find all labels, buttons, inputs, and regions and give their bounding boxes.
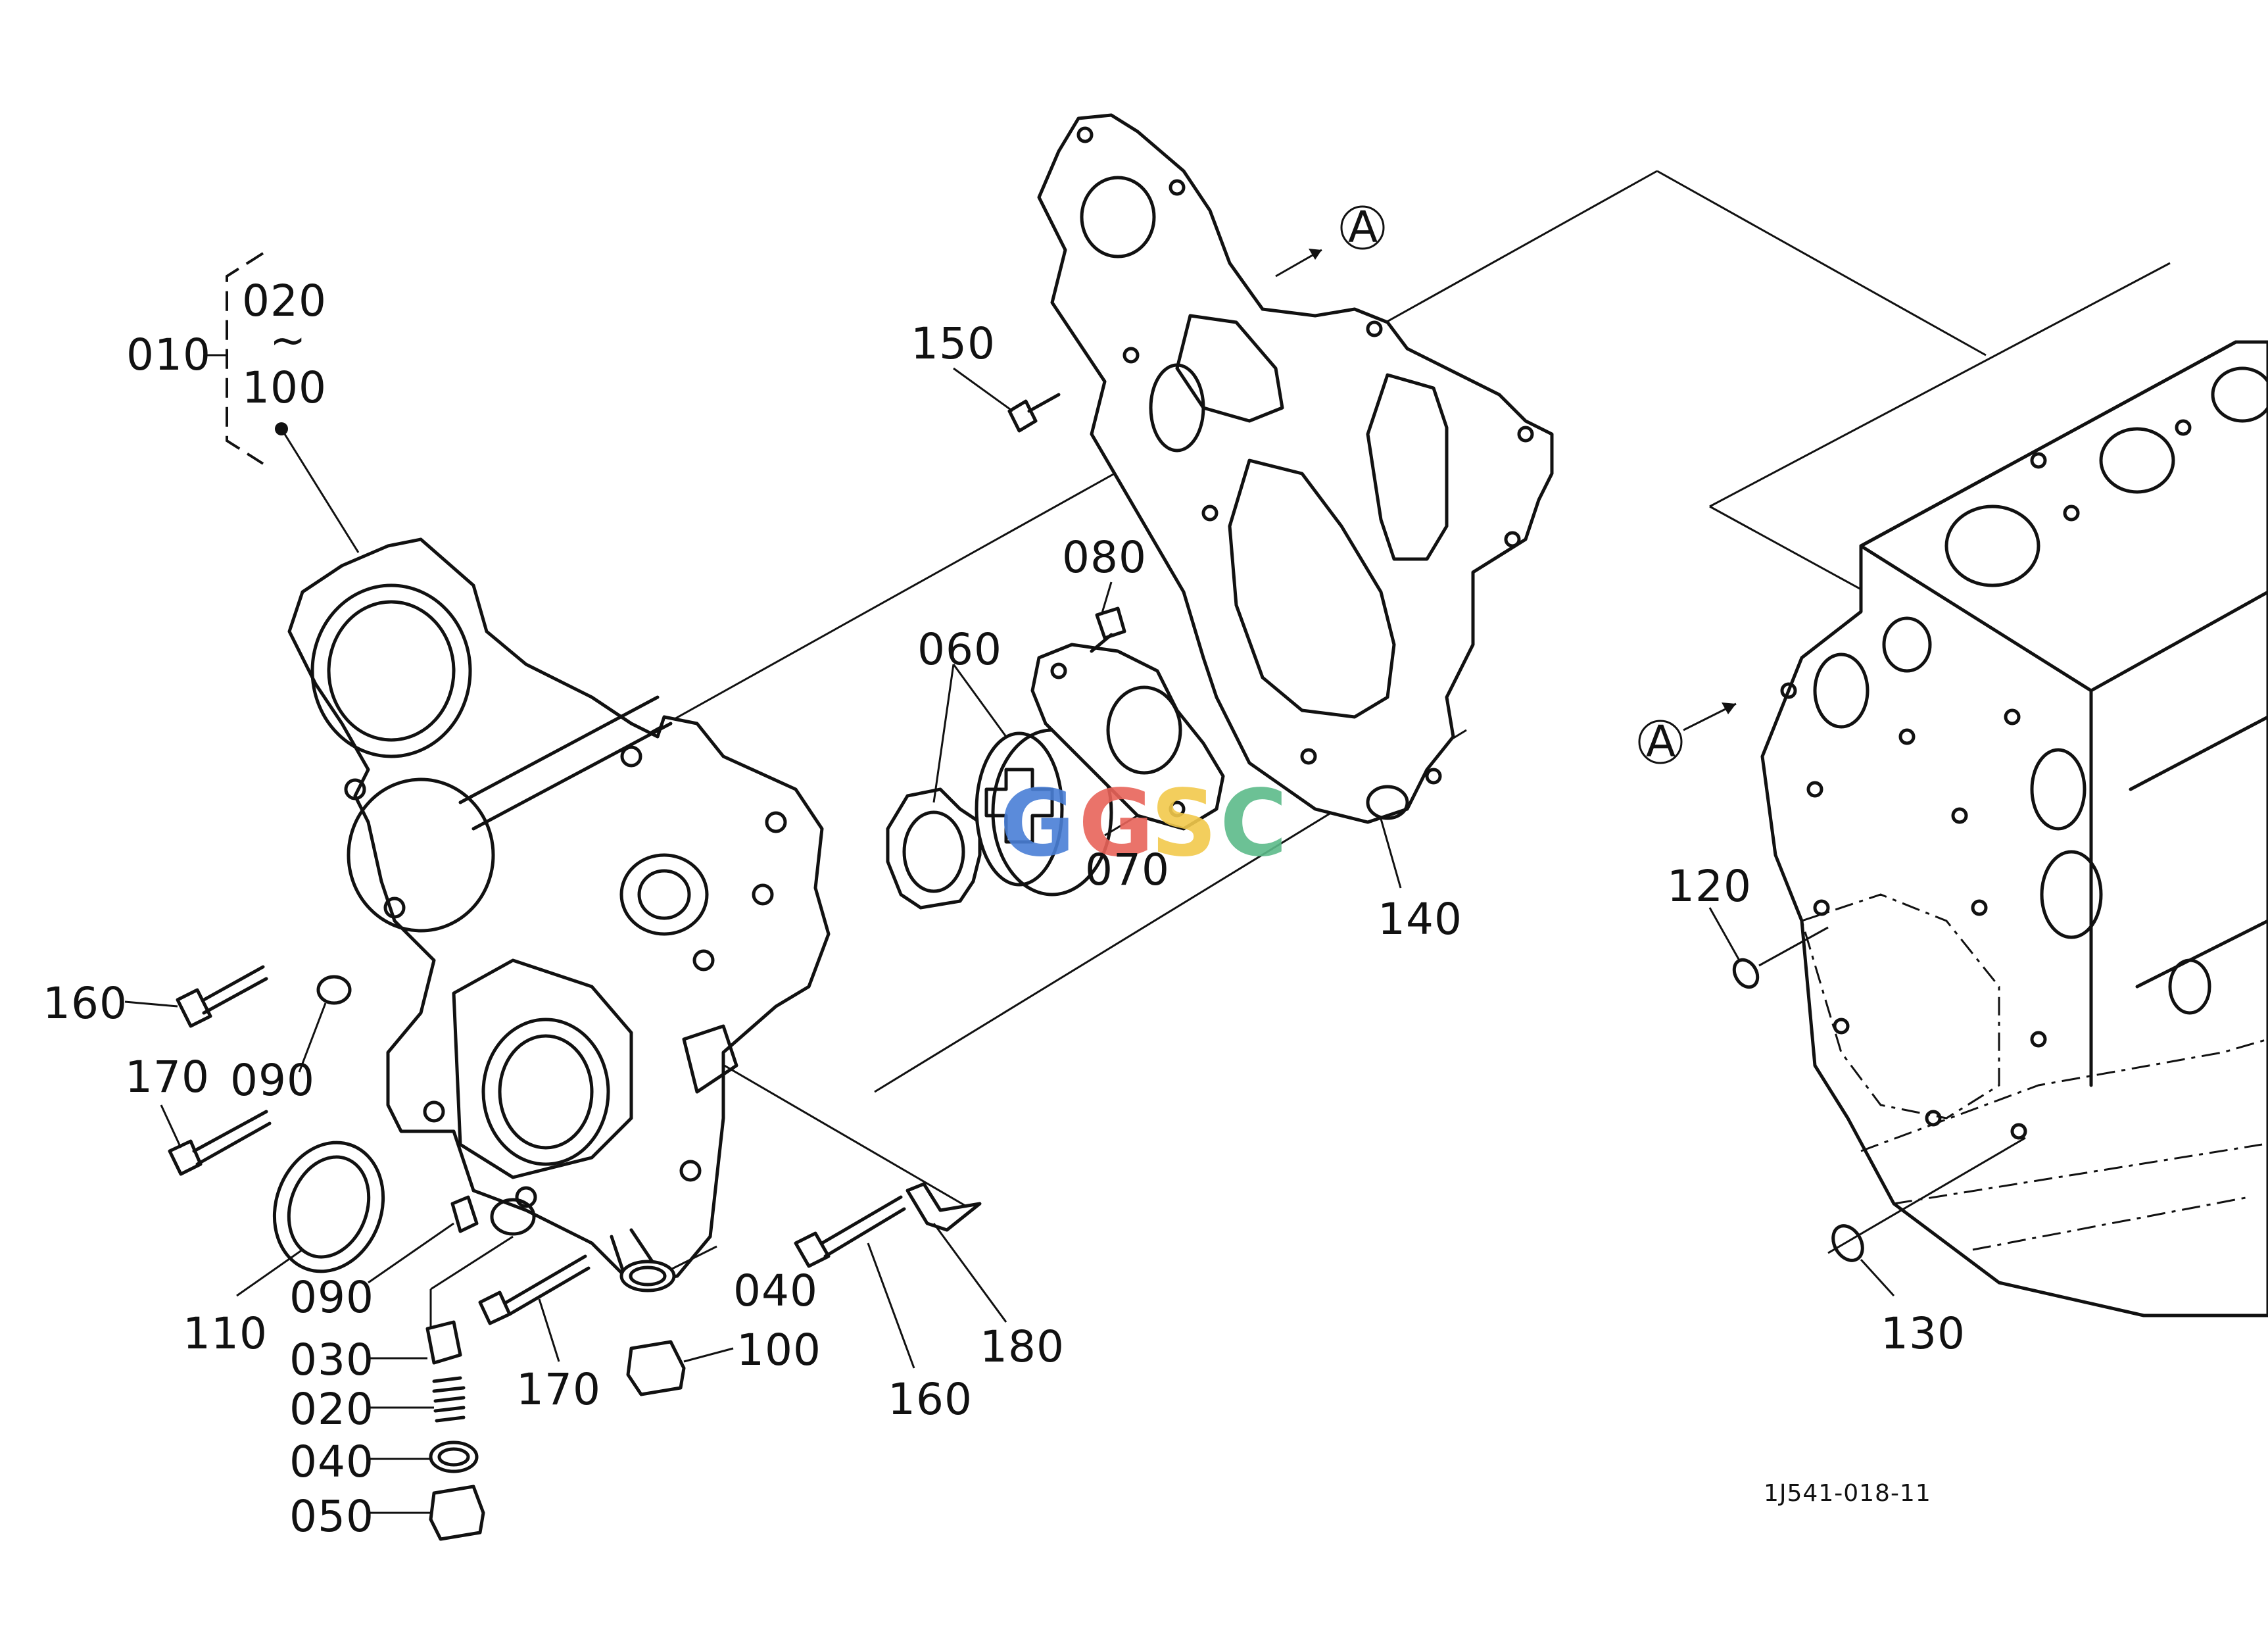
callout-070: 070 bbox=[1085, 845, 1170, 895]
bolt-150 bbox=[953, 367, 1061, 433]
bolt-170-left bbox=[160, 1104, 272, 1176]
callout-020: 020 bbox=[289, 1384, 374, 1435]
callout-leaders bbox=[932, 581, 1402, 889]
callout-170-left: 170 bbox=[125, 1052, 210, 1102]
bolt-160-lower bbox=[794, 1195, 915, 1369]
callout-010: 010 bbox=[126, 330, 211, 380]
callout-020-range: 020 bbox=[242, 276, 327, 326]
bolt-160-left bbox=[124, 965, 268, 1028]
watermark-letter-3: S bbox=[1151, 770, 1217, 877]
plug-090-top bbox=[298, 975, 352, 1073]
callout-160-left: 160 bbox=[43, 978, 128, 1029]
plug-090-lower bbox=[368, 1195, 479, 1284]
washer-040-mid bbox=[619, 1245, 717, 1292]
oil-pump-rotor-060 bbox=[886, 787, 982, 910]
watermark: G G S C bbox=[1000, 770, 1288, 877]
watermark-letter-4: C bbox=[1220, 770, 1288, 877]
callout-050: 050 bbox=[289, 1491, 374, 1542]
watermark-letter-2: G bbox=[1078, 770, 1154, 877]
reference-marker-a-top: A bbox=[1348, 202, 1378, 253]
callout-170-lower: 170 bbox=[516, 1364, 601, 1415]
callout-090-lower: 090 bbox=[289, 1272, 374, 1323]
callout-040-mid: 040 bbox=[733, 1266, 818, 1316]
valve-stack bbox=[368, 1235, 514, 1541]
oil-seal-110 bbox=[236, 1141, 385, 1297]
callout-090-top: 090 bbox=[230, 1055, 315, 1106]
reference-arrow-a-top bbox=[1275, 205, 1385, 278]
oil-pump-cover-070 bbox=[1030, 643, 1225, 831]
watermark-letter-1: G bbox=[1000, 770, 1075, 877]
callout-100-range: 100 bbox=[242, 362, 327, 413]
callout-110: 110 bbox=[183, 1308, 268, 1359]
assembly-bracket bbox=[204, 252, 360, 553]
callout-100: 100 bbox=[736, 1325, 821, 1375]
bracket-180 bbox=[905, 1182, 1007, 1323]
callout-130: 130 bbox=[1881, 1308, 1966, 1359]
gear-case-cover bbox=[287, 537, 831, 1285]
reference-arrow-a-block bbox=[1638, 702, 1737, 764]
drawing-number: 1J541-018-11 bbox=[1764, 1480, 1931, 1507]
plug-100 bbox=[626, 1340, 734, 1396]
screw-080 bbox=[1090, 606, 1126, 653]
callout-040-lower: 040 bbox=[289, 1437, 374, 1487]
reference-marker-a-block: A bbox=[1646, 716, 1676, 767]
callout-060: 060 bbox=[917, 624, 1002, 675]
o-ring-130 bbox=[1827, 1137, 2026, 1297]
engine-block bbox=[1760, 340, 2268, 1317]
range-tilde: ~ bbox=[270, 315, 306, 366]
callout-120: 120 bbox=[1667, 861, 1752, 912]
gasket-140 bbox=[1037, 113, 1554, 824]
callout-180: 180 bbox=[980, 1321, 1065, 1372]
callout-160-lower: 160 bbox=[888, 1374, 973, 1425]
callout-140: 140 bbox=[1378, 894, 1462, 945]
o-ring-120 bbox=[1708, 907, 1829, 989]
bolt-170-lower bbox=[478, 1254, 591, 1362]
callout-080: 080 bbox=[1062, 532, 1147, 583]
callout-030: 030 bbox=[289, 1335, 374, 1385]
callout-150: 150 bbox=[911, 318, 996, 369]
